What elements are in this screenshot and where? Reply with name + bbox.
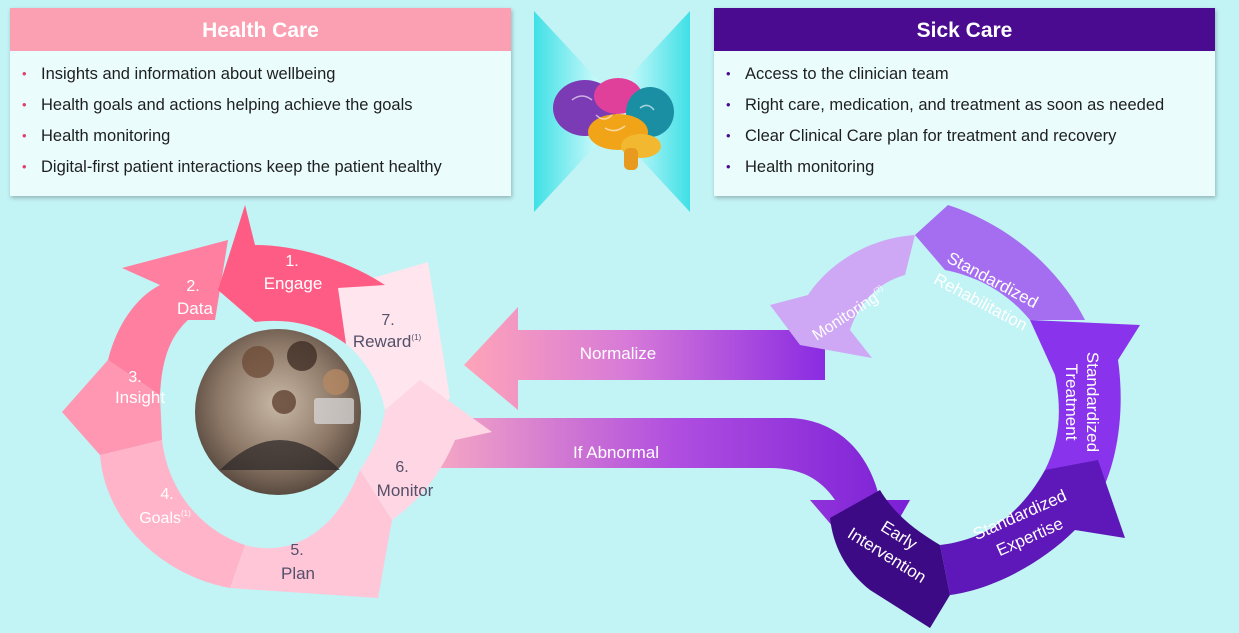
sick-care-title: Sick Care [714, 8, 1215, 51]
list-item: Insights and information about wellbeing [20, 63, 511, 94]
sick-segment-monitoring [770, 235, 915, 358]
sick-segment-expertise [940, 460, 1125, 595]
sick-care-cycle: Monitoring(2) Standardized Rehabilitatio… [770, 205, 1140, 628]
sick-segment-rehabilitation [915, 205, 1085, 320]
sick-segment-early-intervention [830, 490, 950, 628]
sick-segment-treatment [1030, 320, 1140, 495]
cycle-segment-insight [62, 360, 162, 455]
health-care-cycle: 1. Engage 2. Data 3. Insight 4. Goals(1)… [62, 205, 492, 598]
cycle-segment-data [108, 240, 228, 395]
cycle-segment-engage [218, 205, 385, 344]
health-care-panel: Health Care Insights and information abo… [10, 8, 511, 196]
if-abnormal-label: If Abnormal [573, 443, 659, 462]
treatment-label-line1: Standardized [1083, 352, 1102, 452]
list-item: Health monitoring [724, 156, 1215, 180]
sick-care-panel: Sick Care Access to the clinician team R… [714, 8, 1215, 196]
step-5-label: Plan [281, 564, 315, 583]
health-care-title: Health Care [10, 8, 511, 51]
step-1-label: Engage [264, 274, 323, 293]
step-2-label: Data [177, 299, 213, 318]
list-item: Clear Clinical Care plan for treatment a… [724, 125, 1215, 156]
step-7-label-text: Reward [353, 332, 412, 351]
step-6-number: 6. [395, 459, 408, 476]
treatment-label-line2: Treatment [1062, 364, 1081, 441]
step-4-footnote: (1) [181, 509, 191, 518]
step-4-number: 4. [160, 486, 173, 503]
step-5-number: 5. [290, 542, 303, 559]
brain-icon [553, 78, 674, 170]
step-4-label: Goals(1) [139, 509, 191, 527]
list-item: Health monitoring [20, 125, 511, 156]
if-abnormal-arrow: If Abnormal [440, 418, 910, 570]
step-7-number: 7. [381, 312, 394, 329]
step-7-label: Reward(1) [353, 332, 422, 351]
cycle-segment-monitor [360, 380, 492, 520]
cycle-segment-plan [230, 470, 392, 598]
health-care-list: Insights and information about wellbeing… [10, 51, 511, 180]
step-1-number: 1. [285, 253, 298, 270]
list-item: Right care, medication, and treatment as… [724, 94, 1215, 125]
step-2-number: 2. [186, 278, 199, 295]
step-6-label: Monitor [377, 481, 434, 500]
list-item: Digital-first patient interactions keep … [20, 156, 511, 180]
normalize-label: Normalize [580, 344, 657, 363]
family-figures [220, 341, 354, 470]
list-item: Health goals and actions helping achieve… [20, 94, 511, 125]
normalize-arrow: Normalize [464, 307, 825, 410]
step-3-label: Insight [115, 388, 165, 407]
step-7-footnote: (1) [411, 333, 421, 342]
list-item: Access to the clinician team [724, 63, 1215, 94]
step-4-label-text: Goals [139, 510, 181, 527]
sick-care-list: Access to the clinician team Right care,… [714, 51, 1215, 180]
step-3-number: 3. [128, 369, 141, 386]
cycle-segment-goals [100, 440, 245, 588]
